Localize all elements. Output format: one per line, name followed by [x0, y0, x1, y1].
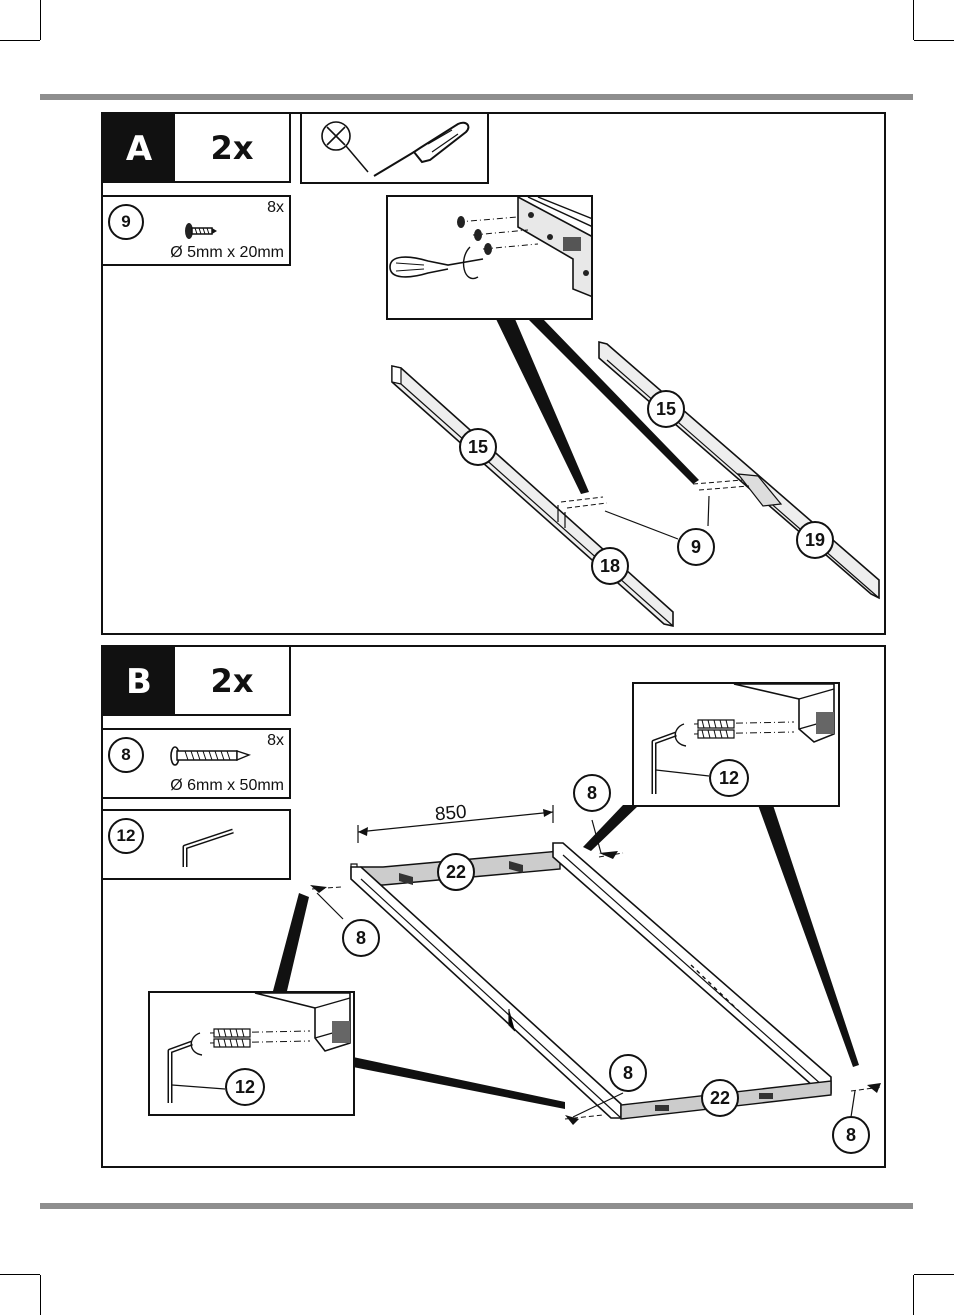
callout-slat-top: 22 — [437, 853, 475, 891]
part-box-bolt: 8 8x Ø 6mm x 50mm — [103, 728, 291, 799]
crop-mark — [914, 40, 954, 41]
crop-mark — [0, 40, 40, 41]
screw-icon — [185, 223, 217, 239]
callout-bolt-top-left: 8 — [342, 919, 380, 957]
bolt-icon — [170, 746, 251, 766]
frame-assembly-drawing — [273, 805, 882, 1125]
crop-mark — [914, 1274, 954, 1275]
bottom-rule — [40, 1203, 913, 1209]
crop-mark — [913, 0, 914, 40]
crop-mark — [40, 1275, 41, 1315]
part-dimension: Ø 6mm x 50mm — [170, 777, 284, 794]
allen-key-icon — [182, 828, 234, 867]
callout-bolt-bottom-mid: 8 — [609, 1054, 647, 1092]
screwdriver-not-allowed-icon — [321, 121, 470, 177]
crop-mark — [0, 1274, 40, 1275]
top-rule — [40, 94, 913, 100]
rail-assembly-drawing — [391, 319, 880, 627]
part-quantity: 8x — [267, 732, 284, 749]
crop-mark — [40, 0, 41, 40]
step-count: 2x — [175, 114, 291, 183]
callout-slat-bottom: 22 — [701, 1079, 739, 1117]
part-number: 8 — [108, 737, 144, 773]
step-b-panel: B 2x 8 8x Ø 6mm x 50mm 12 — [101, 645, 886, 1168]
crop-mark — [913, 1275, 914, 1315]
callout-rail-left: 15 — [459, 428, 497, 466]
detail-inset-bottom — [148, 991, 355, 1116]
callout-key-inset-top: 12 — [709, 759, 749, 797]
step-letter: A — [103, 114, 175, 183]
tool-box — [300, 112, 489, 184]
callout-rail-right: 15 — [647, 390, 685, 428]
part-number: 12 — [108, 818, 144, 854]
step-count: 2x — [175, 647, 291, 716]
detail-inset-a — [386, 195, 593, 320]
callout-part-18: 18 — [591, 547, 629, 585]
step-letter: B — [103, 647, 175, 716]
callout-key-inset-bottom: 12 — [225, 1068, 265, 1106]
step-a-panel: A 2x 9 8x Ø 5mm x 20mm — [101, 112, 886, 635]
callout-screw: 9 — [677, 528, 715, 566]
part-box-allen-key: 12 — [103, 809, 291, 880]
part-number: 9 — [108, 204, 144, 240]
part-dimension: Ø 5mm x 20mm — [170, 244, 284, 261]
part-quantity: 8x — [267, 199, 284, 216]
part-box-screw: 9 8x Ø 5mm x 20mm — [103, 195, 291, 266]
callout-bolt-bottom-right: 8 — [832, 1116, 870, 1154]
callout-bolt-top-right: 8 — [573, 774, 611, 812]
measurement-label: 850 — [434, 801, 468, 826]
callout-part-19: 19 — [796, 521, 834, 559]
